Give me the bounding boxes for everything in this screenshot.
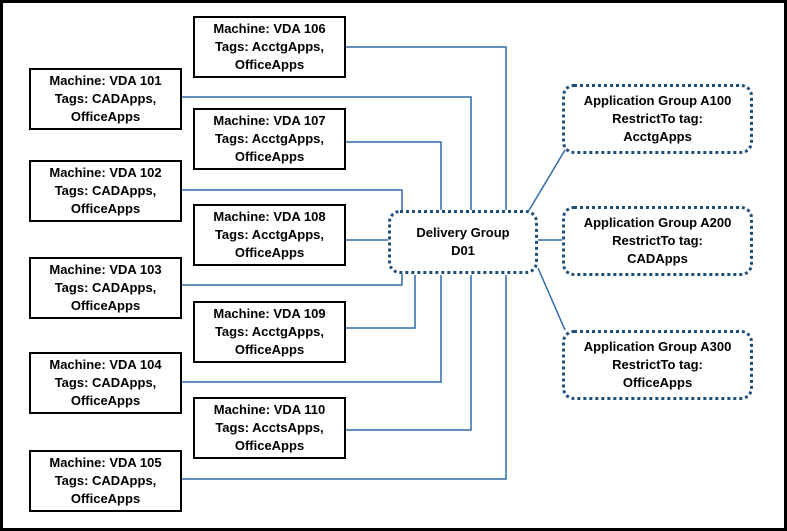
connector-a300 xyxy=(537,267,566,331)
machine-tags-cont: OfficeApps xyxy=(70,491,141,506)
connector-vda110 xyxy=(346,275,472,431)
delivery-group-id: D01 xyxy=(451,243,475,258)
connector-vda102 xyxy=(182,189,403,212)
machine-name: Machine: VDA 107 xyxy=(213,113,326,128)
connector-vda107 xyxy=(346,141,442,212)
machine-tags: Tags: AcctgApps, xyxy=(214,39,325,54)
machine-box-vda103: Machine: VDA 103 Tags: CADApps, OfficeAp… xyxy=(29,257,182,319)
delivery-group-label: Delivery Group xyxy=(416,225,510,240)
restrict-tag: CADApps xyxy=(627,251,688,266)
machine-tags-cont: OfficeApps xyxy=(234,245,305,260)
machine-tags-cont: OfficeApps xyxy=(234,342,305,357)
restrict-label: RestrictTo tag: xyxy=(612,233,703,248)
machine-name: Machine: VDA 105 xyxy=(49,455,162,470)
machine-name: Machine: VDA 103 xyxy=(49,262,162,277)
machine-name: Machine: VDA 101 xyxy=(49,73,162,88)
machine-name: Machine: VDA 106 xyxy=(213,21,326,36)
machine-tags-cont: OfficeApps xyxy=(234,438,305,453)
connector-vda101 xyxy=(182,96,472,222)
application-group-name: Application Group A100 xyxy=(583,93,732,108)
machine-name: Machine: VDA 102 xyxy=(49,165,162,180)
machine-name: Machine: VDA 109 xyxy=(213,306,326,321)
machine-box-vda105: Machine: VDA 105 Tags: CADApps, OfficeAp… xyxy=(29,450,182,512)
connector-vda104 xyxy=(182,275,442,383)
machine-box-vda102: Machine: VDA 102 Tags: CADApps, OfficeAp… xyxy=(29,160,182,222)
machine-box-vda110: Machine: VDA 110 Tags: AcctsApps, Office… xyxy=(193,397,346,459)
machine-tags-cont: OfficeApps xyxy=(234,57,305,72)
machine-tags: Tags: CADApps, xyxy=(54,91,157,106)
machine-box-vda107: Machine: VDA 107 Tags: AcctgApps, Office… xyxy=(193,108,346,170)
restrict-tag: AcctgApps xyxy=(623,129,692,144)
machine-tags: Tags: CADApps, xyxy=(54,473,157,488)
machine-box-vda109: Machine: VDA 109 Tags: AcctgApps, Office… xyxy=(193,301,346,363)
machine-tags: Tags: CADApps, xyxy=(54,280,157,295)
machine-box-vda104: Machine: VDA 104 Tags: CADApps, OfficeAp… xyxy=(29,352,182,414)
connector-vda106 xyxy=(346,46,507,212)
machine-box-vda108: Machine: VDA 108 Tags: AcctgApps, Office… xyxy=(193,204,346,266)
connector-vda103 xyxy=(182,272,403,286)
machine-tags-cont: OfficeApps xyxy=(70,109,141,124)
restrict-label: RestrictTo tag: xyxy=(612,357,703,372)
machine-tags-cont: OfficeApps xyxy=(70,298,141,313)
machine-tags-cont: OfficeApps xyxy=(234,149,305,164)
machine-tags-cont: OfficeApps xyxy=(70,393,141,408)
connector-vda105 xyxy=(182,275,507,480)
machine-tags: Tags: CADApps, xyxy=(54,183,157,198)
connector-vda109 xyxy=(346,275,416,329)
machine-tags-cont: OfficeApps xyxy=(70,201,141,216)
machine-tags: Tags: AcctgApps, xyxy=(214,131,325,146)
application-group-name: Application Group A300 xyxy=(583,339,732,354)
machine-box-vda101: Machine: VDA 101 Tags: CADApps, OfficeAp… xyxy=(29,68,182,130)
delivery-group-d01: Delivery Group D01 xyxy=(388,210,538,274)
application-group-a100: Application Group A100 RestrictTo tag: A… xyxy=(562,84,753,154)
application-group-a300: Application Group A300 RestrictTo tag: O… xyxy=(562,330,753,400)
machine-tags: Tags: AcctsApps, xyxy=(215,420,324,435)
machine-name: Machine: VDA 110 xyxy=(213,402,326,417)
connector-a100 xyxy=(527,149,566,213)
restrict-label: RestrictTo tag: xyxy=(612,111,703,126)
restrict-tag: OfficeApps xyxy=(622,375,693,390)
machine-box-vda106: Machine: VDA 106 Tags: AcctgApps, Office… xyxy=(193,16,346,78)
machine-name: Machine: VDA 104 xyxy=(49,357,162,372)
machine-tags: Tags: CADApps, xyxy=(54,375,157,390)
machine-tags: Tags: AcctgApps, xyxy=(214,227,325,242)
application-group-a200: Application Group A200 RestrictTo tag: C… xyxy=(562,206,753,276)
application-group-name: Application Group A200 xyxy=(583,215,732,230)
machine-tags: Tags: AcctgApps, xyxy=(214,324,325,339)
machine-name: Machine: VDA 108 xyxy=(213,209,326,224)
